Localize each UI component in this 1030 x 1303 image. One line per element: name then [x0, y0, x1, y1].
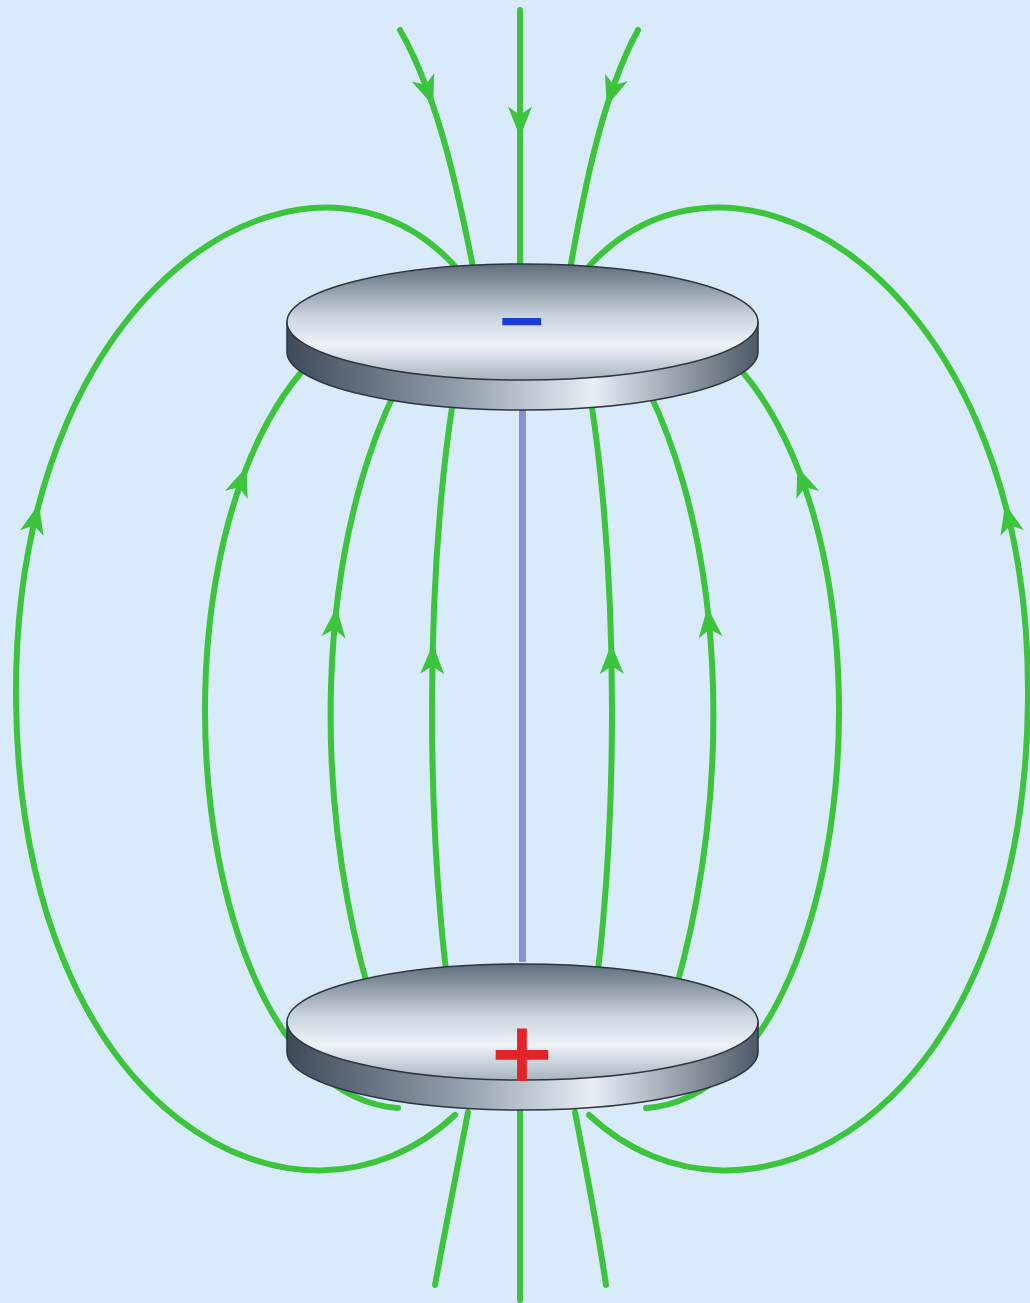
- field-line: [566, 30, 638, 292]
- field-line: [400, 30, 478, 292]
- field-arrowhead: [696, 606, 723, 638]
- charge-sign: −: [496, 289, 548, 351]
- field-arrowhead: [322, 606, 349, 638]
- field-arrowhead: [20, 501, 50, 536]
- field-line: [517, 10, 523, 292]
- field-arrowhead: [420, 644, 445, 674]
- field-line: [517, 1110, 523, 1300]
- field-arrowhead: [225, 463, 258, 499]
- field-arrowhead: [993, 501, 1023, 536]
- field-arrowhead: [786, 463, 819, 499]
- negative-plate: −: [285, 262, 760, 412]
- field-arrowhead: [508, 107, 532, 137]
- field-arrowhead: [412, 73, 445, 109]
- connecting-rod: [519, 408, 526, 962]
- field-arrowhead: [599, 644, 624, 674]
- field-line: [435, 1112, 468, 1285]
- field-arrowhead: [595, 74, 627, 110]
- charge-sign: +: [487, 1010, 557, 1094]
- positive-plate: +: [285, 962, 760, 1112]
- field-line: [575, 1112, 606, 1285]
